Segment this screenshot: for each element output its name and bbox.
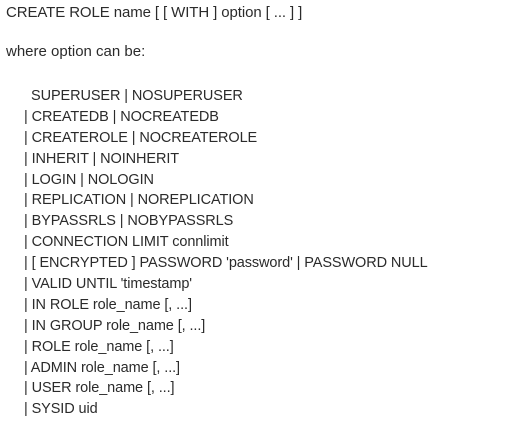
option-item-superuser: SUPERUSER | NOSUPERUSER (31, 88, 243, 104)
option-item-inherit: | INHERIT | NOINHERIT (24, 150, 180, 167)
option-item-replication: | REPLICATION | NOREPLICATION (24, 192, 254, 209)
option-item-createdb: | CREATEDB | NOCREATEDB (24, 108, 219, 125)
option-item-in-role: | IN ROLE role_name [, ...] (24, 296, 192, 313)
syntax-statement: CREATE ROLE name [ [ WITH ] option [ ...… (6, 4, 303, 21)
option-item-admin: | ADMIN role_name [, ...] (24, 359, 180, 376)
option-item-valid-until: | VALID UNTIL 'timestamp' (24, 276, 192, 293)
option-item-sysid: | SYSID uid (24, 401, 98, 418)
where-option-label: where option can be: (6, 43, 146, 60)
option-item-in-group: | IN GROUP role_name [, ...] (24, 317, 206, 334)
option-item-role: | ROLE role_name [, ...] (24, 338, 174, 355)
option-item-bypassrls: | BYPASSRLS | NOBYPASSRLS (24, 213, 234, 230)
option-item-password: | [ ENCRYPTED ] PASSWORD 'password' | PA… (24, 255, 428, 272)
option-item-connection-limit: | CONNECTION LIMIT connlimit (24, 234, 229, 251)
option-list: SUPERUSER | NOSUPERUSER | CREATEDB | NOC… (24, 86, 428, 420)
option-item-user: | USER role_name [, ...] (24, 380, 175, 397)
option-item-createrole: | CREATEROLE | NOCREATEROLE (24, 129, 258, 146)
option-item-login: | LOGIN | NOLOGIN (24, 171, 154, 188)
